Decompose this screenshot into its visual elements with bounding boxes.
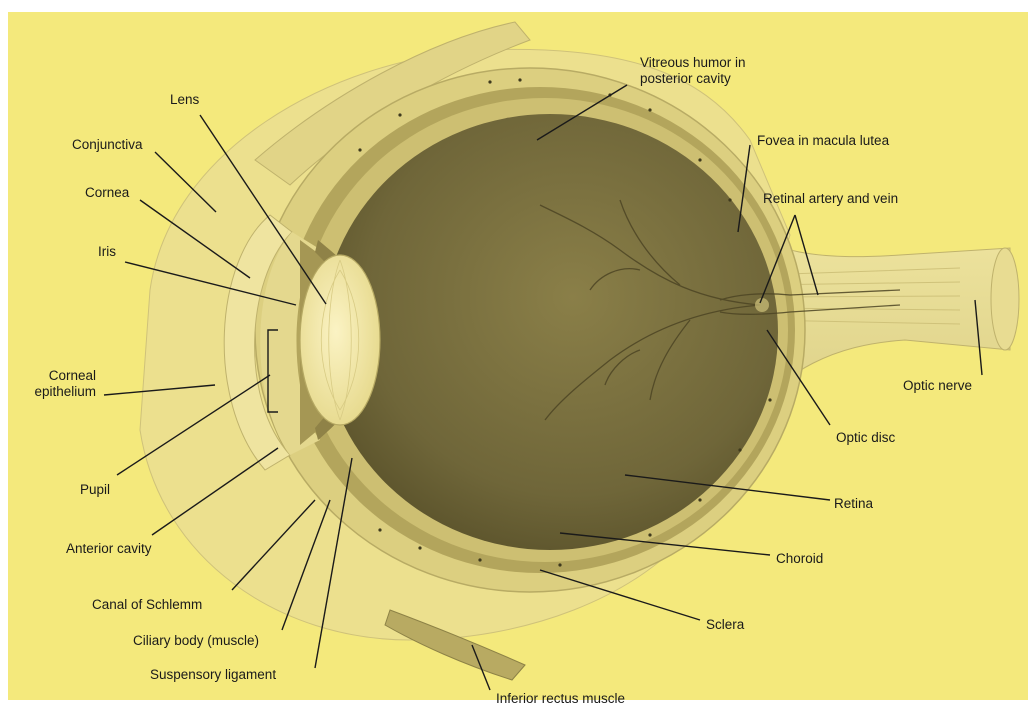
optic-disc-spot (755, 298, 769, 312)
label-pupil: Pupil (80, 482, 110, 498)
label-inferior-rectus-muscle: Inferior rectus muscle (496, 691, 625, 707)
label-sclera: Sclera (706, 617, 744, 633)
label-suspensory-ligament: Suspensory ligament (150, 667, 276, 683)
label-corneal-epithelium: Corneal epithelium (26, 368, 96, 400)
label-fovea: Fovea in macula lutea (757, 133, 889, 149)
label-retinal-artery-vein: Retinal artery and vein (763, 191, 898, 207)
label-vitreous-humor: Vitreous humor in posterior cavity (640, 55, 746, 87)
vitreous-body (322, 114, 778, 550)
label-cornea: Cornea (85, 185, 129, 201)
label-choroid: Choroid (776, 551, 823, 567)
label-optic-nerve: Optic nerve (903, 378, 972, 394)
label-vitreous-line1: Vitreous humor in (640, 55, 746, 71)
label-retina: Retina (834, 496, 873, 512)
label-ciliary-body: Ciliary body (muscle) (133, 633, 259, 649)
lens (300, 255, 380, 425)
label-canal-of-schlemm: Canal of Schlemm (92, 597, 202, 613)
label-corneal-epithelium-line2: epithelium (26, 384, 96, 400)
label-iris: Iris (98, 244, 116, 260)
optic-nerve-end (991, 248, 1019, 350)
label-optic-disc: Optic disc (836, 430, 895, 446)
label-vitreous-line2: posterior cavity (640, 71, 746, 87)
label-lens: Lens (170, 92, 199, 108)
label-conjunctiva: Conjunctiva (72, 137, 143, 153)
label-anterior-cavity: Anterior cavity (66, 541, 152, 557)
label-corneal-epithelium-line1: Corneal (26, 368, 96, 384)
